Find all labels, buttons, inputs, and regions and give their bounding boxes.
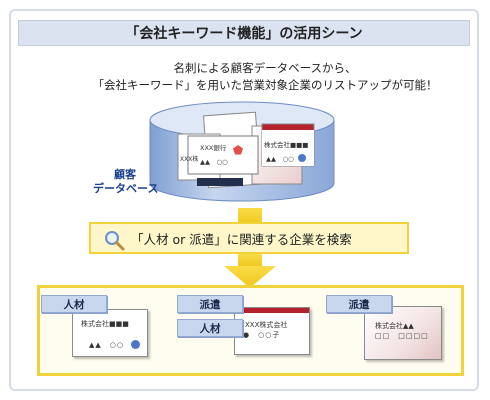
magnifier-icon [105,231,125,251]
intro-line-2: 「会社キーワード」を用いた営業対象企業のリストアップが可能！ [92,78,438,92]
circle-marker-icon [131,340,140,349]
intro-text: 名刺による顧客データベースから、 「会社キーワード」を用いた営業対象企業のリスト… [60,60,470,94]
search-band: 「人材 or 派遣」に関連する企業を検索 [89,222,409,254]
database-label-line-1: 顧客 [114,168,136,181]
result-tag-2a: 派遣 [177,295,243,313]
result-card-2-line: ● ○○子 [243,331,281,339]
database-label-line-2: データベース [93,182,159,195]
search-text: 「人材 or 派遣」に関連する企業を検索 [131,231,352,247]
diagram-title: 「会社キーワード機能」の活用シーン [18,20,470,46]
pentagon-marker-icon [233,145,243,155]
red-stripe [235,308,309,313]
result-card-2: XXX株式会社 ● ○○子 [234,307,310,355]
db-card-1-line: ▲▲ ○○ [200,158,228,166]
result-card-3-company: 株式会社▲▲ [375,322,414,330]
db-card-2-name: 株式会社■■■ [264,141,309,149]
result-card-2-company: XXX株式会社 [245,321,288,329]
result-card-3: 株式会社▲▲ □□ □□□□ [364,306,442,360]
result-card-1-line: ▲▲ ○○ [89,341,124,349]
database-card-stack [177,111,315,189]
arrow-search-to-results [224,254,276,288]
result-card-1-company: 株式会社■■■ [81,320,129,328]
arrow-db-to-search [238,208,262,224]
db-card-2-line: ▲▲ ○○ [266,155,294,163]
result-card-3-line: □□ □□□□ [375,332,429,340]
circle-marker-icon [298,154,306,162]
result-tag-1: 人材 [41,295,107,313]
result-tag-2b: 人材 [177,319,243,337]
db-card-3-name: XXX株 [180,156,199,163]
db-card-1-name: XXX銀行 [200,144,227,152]
result-card-1: 株式会社■■■ ▲▲ ○○ [72,309,148,357]
intro-line-1: 名刺による顧客データベースから、 [173,61,357,75]
result-tag-3: 派遣 [326,295,392,313]
